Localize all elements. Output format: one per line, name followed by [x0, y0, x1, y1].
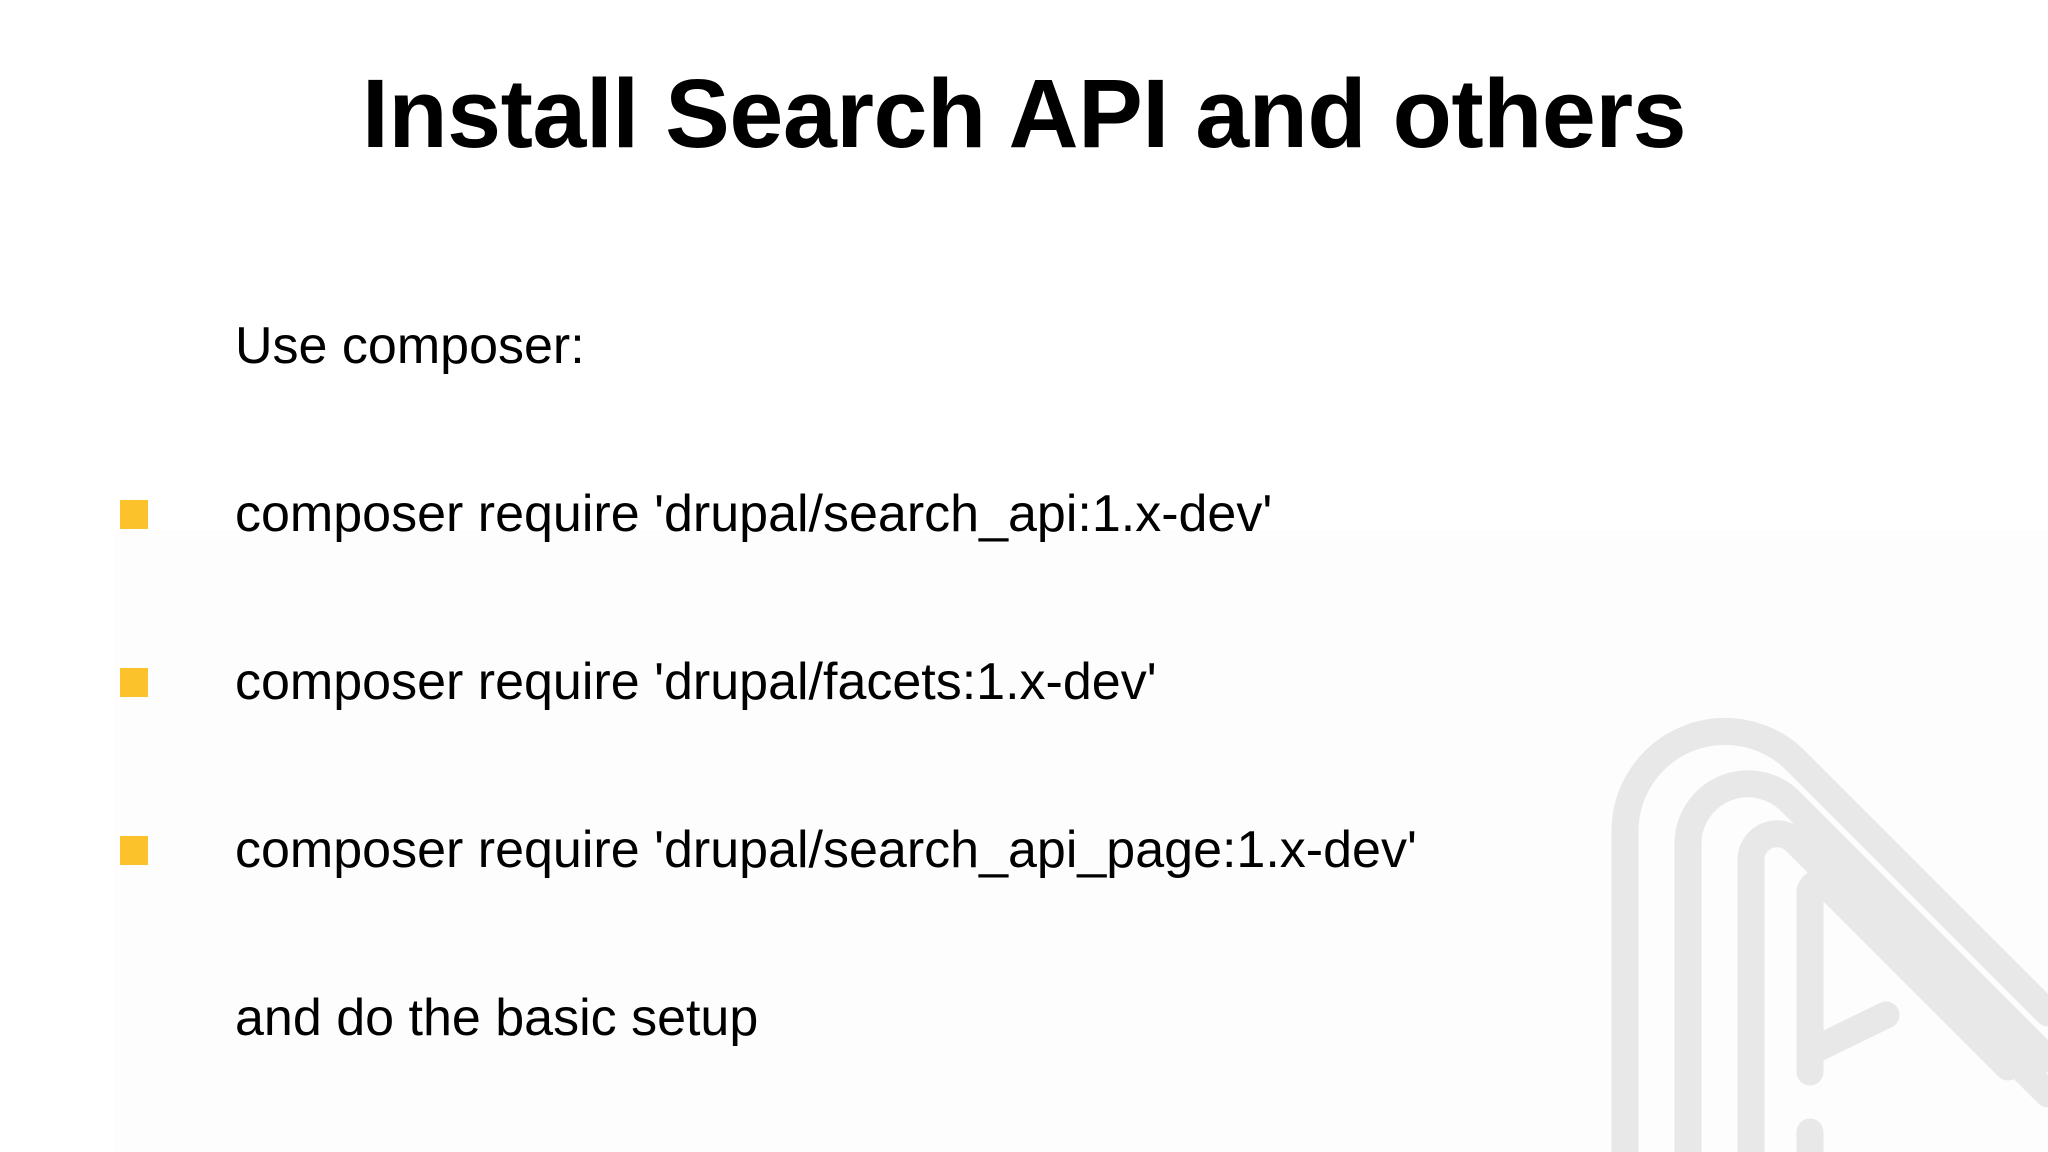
square-bullet-icon	[120, 668, 148, 697]
bullet-list-item: composer require 'drupal/search_api_page…	[0, 766, 2048, 934]
body-line-text: Use composer:	[235, 317, 585, 375]
body-line-text: and do the basic setup	[235, 989, 759, 1047]
square-bullet-icon	[120, 500, 148, 529]
bullet-item-text: composer require 'drupal/search_api_page…	[235, 821, 1417, 879]
body-line: and do the basic setup	[0, 934, 2048, 1102]
body-content: Use composer: composer require 'drupal/s…	[0, 262, 2048, 1102]
page-title: Install Search API and others	[361, 59, 1687, 168]
bullet-item-text: composer require 'drupal/facets:1.x-dev'	[235, 653, 1157, 711]
square-bullet-icon	[120, 836, 148, 865]
bullet-item-text: composer require 'drupal/search_api:1.x-…	[235, 485, 1273, 543]
bullet-list-item: composer require 'drupal/search_api:1.x-…	[0, 430, 2048, 598]
body-line: Use composer:	[0, 262, 2048, 430]
bullet-list-item: composer require 'drupal/facets:1.x-dev'	[0, 598, 2048, 766]
